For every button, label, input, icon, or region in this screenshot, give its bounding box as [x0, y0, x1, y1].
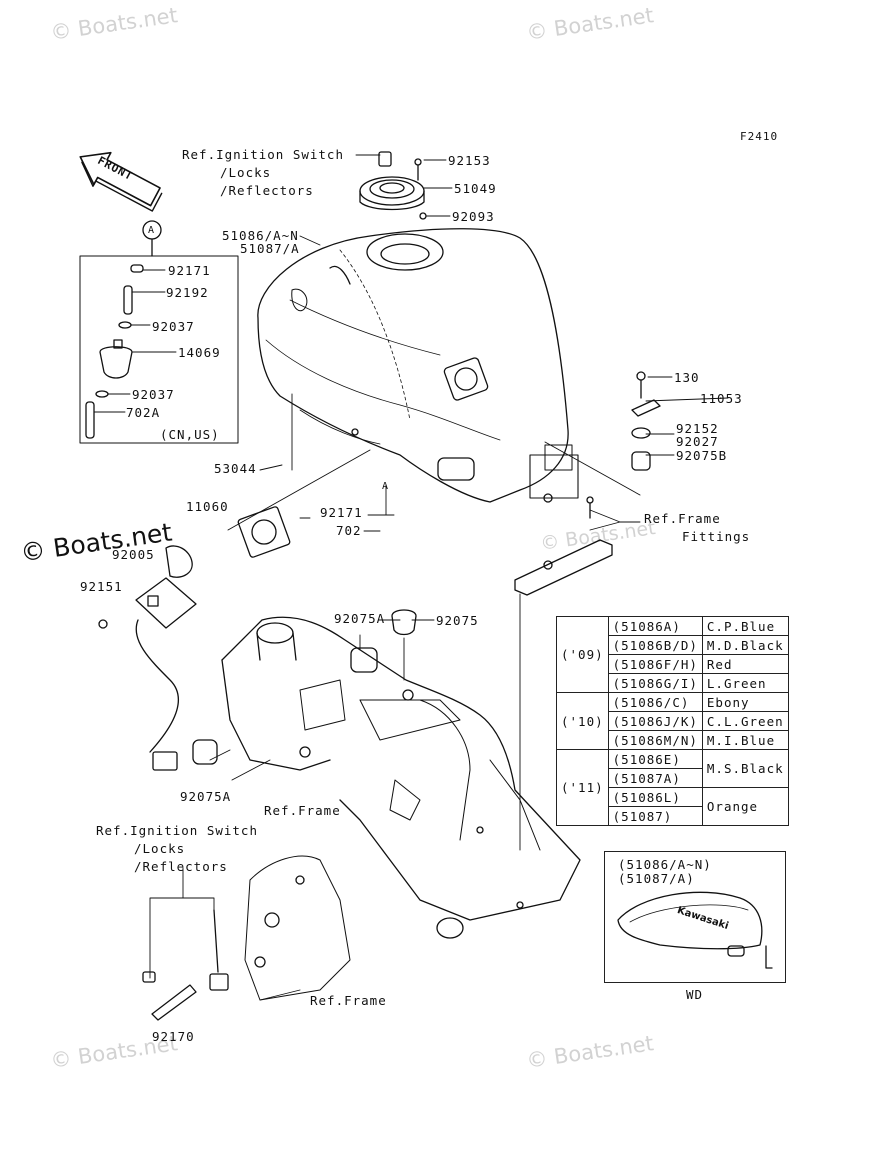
- color-code-table: ('09) (51086A) C.P.Blue (51086B/D) M.D.B…: [556, 616, 789, 826]
- ref-frame-fittings-line1: Ref.Frame: [644, 511, 721, 526]
- seat-lock-assembly: [142, 855, 351, 1021]
- part-code-cell: (51086F/H): [607, 654, 703, 674]
- dampers: [192, 371, 661, 765]
- frame-fitting-bracket: [514, 496, 613, 596]
- part-code-cell: (51086M/N): [607, 730, 703, 750]
- color-name-cell: C.L.Green: [701, 711, 789, 731]
- table-row: ('10) (51086/C) Ebony: [556, 692, 789, 750]
- part-11060: 11060: [186, 499, 229, 514]
- table-row: (51086G/I) L.Green: [557, 673, 789, 693]
- table-row: ('11) (51086E) M.S.Black: [556, 749, 789, 826]
- ref-ignition-line1: Ref.Ignition Switch: [182, 147, 344, 162]
- color-name-cell: M.S.Black: [701, 749, 789, 788]
- table-row: (51086L) Orange: [557, 787, 789, 826]
- fuel-pump-gasket: [98, 506, 291, 771]
- front-arrow-icon: [79, 151, 163, 212]
- part-code-cell: (51086L): [607, 787, 703, 807]
- part-code-cell: (51087): [607, 806, 703, 826]
- inset-title-line2: (51087/A): [618, 871, 695, 886]
- table-row: (51086B/D) M.D.Black: [557, 635, 789, 655]
- fuel-tank: [257, 228, 579, 503]
- part-code-cell: (51086B/D): [607, 635, 703, 655]
- part-92093: 92093: [452, 209, 495, 224]
- part-702A: 702A: [126, 405, 161, 420]
- part-92170: 92170: [152, 1029, 195, 1044]
- leader-lines: [149, 154, 729, 1001]
- part-code-cell: (51087A): [607, 768, 703, 788]
- part-92037: 92037: [132, 387, 175, 402]
- circle-a-label: A: [148, 225, 155, 236]
- part-92027: 92027: [676, 434, 719, 449]
- part-code-cell: (51086G/I): [607, 673, 703, 693]
- tank-part-line1: 51086/A~N: [222, 228, 299, 243]
- inset-panel: [604, 851, 786, 983]
- part-code-cell: (51086J/K): [607, 711, 703, 731]
- part-code-cell: (51086A): [607, 616, 703, 636]
- ref-ignition-lower-line2: /Locks: [134, 841, 186, 856]
- part-92151: 92151: [80, 579, 123, 594]
- part-92153: 92153: [448, 153, 491, 168]
- part-51049: 51049: [454, 181, 497, 196]
- part-code-cell: (51086E): [607, 749, 703, 769]
- ref-frame-label: Ref.Frame: [310, 993, 387, 1008]
- part-53044: 53044: [214, 461, 257, 476]
- ref-ignition-lower-line1: Ref.Ignition Switch: [96, 823, 258, 838]
- ref-frame-label: Ref.Frame: [264, 803, 341, 818]
- part-702: 702: [336, 523, 362, 538]
- region-note: (CN,US): [160, 427, 220, 442]
- part-14069: 14069: [178, 345, 221, 360]
- part-92075: 92075: [436, 613, 479, 628]
- part-code-cell: (51086/C): [607, 692, 703, 712]
- part-11053: 11053: [700, 391, 743, 406]
- color-name-cell: M.D.Black: [701, 635, 789, 655]
- ref-ignition-line2: /Locks: [220, 165, 272, 180]
- color-name-cell: C.P.Blue: [701, 616, 789, 636]
- inset-caption: WD: [686, 987, 704, 1002]
- part-92075B: 92075B: [676, 448, 728, 463]
- color-name-cell: Ebony: [701, 692, 789, 712]
- ref-ignition-line3: /Reflectors: [220, 183, 314, 198]
- fuel-cap-assembly: [359, 151, 427, 220]
- year-cell: ('11): [556, 749, 609, 826]
- part-92075A: 92075A: [334, 611, 386, 626]
- table-row: (51086F/H) Red: [557, 654, 789, 674]
- part-92037: 92037: [152, 319, 195, 334]
- ref-ignition-lower-line3: /Reflectors: [134, 859, 228, 874]
- part-130: 130: [674, 370, 700, 385]
- kit-box: [79, 220, 239, 444]
- color-name-cell: M.I.Blue: [701, 730, 789, 750]
- circle-a-label: A: [382, 481, 389, 492]
- diagram-id: F2410: [740, 130, 779, 143]
- year-cell: ('09): [556, 616, 609, 693]
- ref-frame-fittings-line2: Fittings: [682, 529, 751, 544]
- frame: [221, 616, 581, 939]
- inset-title-line1: (51086/A~N): [618, 857, 712, 872]
- part-92192: 92192: [166, 285, 209, 300]
- color-name-cell: Red: [701, 654, 789, 674]
- table-row: ('09) (51086A) C.P.Blue: [556, 616, 789, 693]
- part-92171: 92171: [168, 263, 211, 278]
- part-92075A: 92075A: [180, 789, 232, 804]
- part-92005: 92005: [112, 547, 155, 562]
- year-cell: ('10): [556, 692, 609, 750]
- table-row: (51087): [557, 806, 789, 826]
- color-name-cell: L.Green: [701, 673, 789, 693]
- inset-tank-illustration: [617, 891, 773, 969]
- color-name-cell: Orange: [701, 787, 789, 826]
- part-92152: 92152: [676, 421, 719, 436]
- part-92171: 92171: [320, 505, 363, 520]
- table-row: (51087A): [557, 768, 789, 788]
- tank-part-line2: 51087/A: [240, 241, 300, 256]
